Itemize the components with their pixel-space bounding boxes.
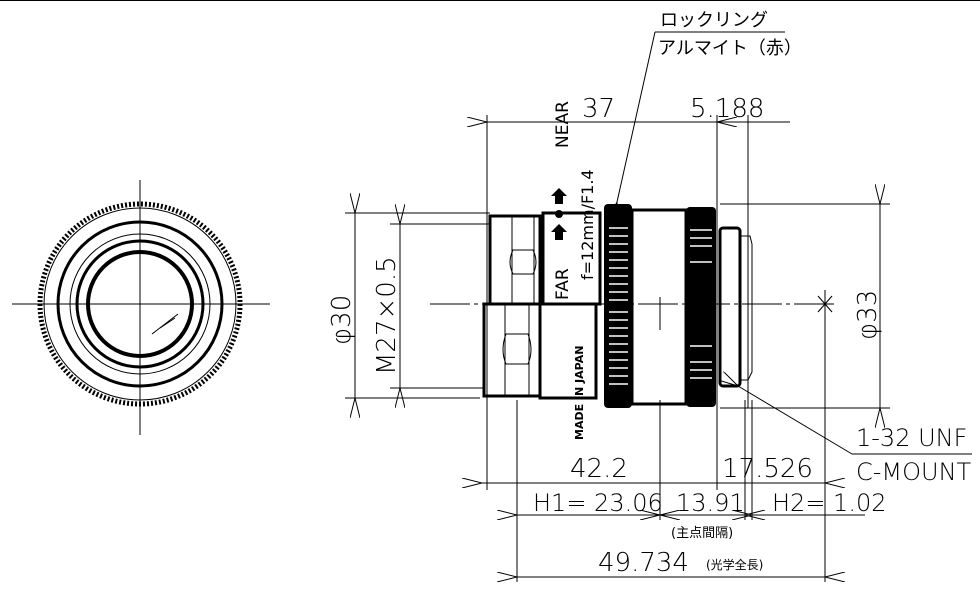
far-label: FAR xyxy=(553,268,573,300)
dim-m27: M27×0.5 xyxy=(372,256,402,375)
extension-lines xyxy=(345,115,890,582)
made-in-label: MADE IN JAPAN xyxy=(573,346,586,440)
focus-direction-arrows xyxy=(551,188,567,240)
locking-ring-label: ロックリング xyxy=(660,10,768,31)
far-arrow-icon xyxy=(551,224,567,240)
dim-17526: 17.526 xyxy=(722,454,813,484)
thread-spec-label: 1-32 UNF xyxy=(856,424,967,452)
dim-49734: 49.734 xyxy=(598,548,689,578)
dim-dia33: φ33 xyxy=(853,290,883,340)
dim-5188: 5.188 xyxy=(690,94,764,124)
principal-gap-note: (主点間隔) xyxy=(671,526,733,541)
dim-37: 37 xyxy=(582,94,615,124)
mount-label: C-MOUNT xyxy=(856,458,972,486)
c-mount-thread xyxy=(741,235,753,381)
near-arrow-icon xyxy=(551,188,567,204)
locking-ring-leader xyxy=(617,31,656,202)
mount-leader xyxy=(738,386,853,455)
side-view: FAR NEAR f=12mm/F1.4 MADE IN JAPAN xyxy=(430,101,835,440)
front-view xyxy=(12,180,270,435)
filter-thread-bottom xyxy=(482,302,542,398)
callouts: ロックリング アルマイト（赤） 1-32 UNF C-MOUNT xyxy=(617,10,972,486)
iris-ring-marks xyxy=(690,229,712,379)
optical-length-note: (光学全長) xyxy=(706,557,763,572)
thread-groove xyxy=(511,215,535,305)
alumite-label: アルマイト（赤） xyxy=(658,38,802,59)
locking-ring-knurl xyxy=(609,227,628,385)
dim-h1: H1= 23.06 xyxy=(533,489,663,517)
locking-ring xyxy=(604,204,632,408)
dim-dia30: φ30 xyxy=(327,295,357,345)
lens-body xyxy=(630,208,688,406)
dim-1391: 13.91 xyxy=(676,489,745,517)
focus-index-dot-icon xyxy=(555,210,563,218)
iris-ring xyxy=(686,207,716,407)
dim-422: 42.2 xyxy=(570,454,628,484)
filter-thread-top xyxy=(488,214,542,306)
c-mount-flange xyxy=(718,226,742,388)
near-label: NEAR xyxy=(553,101,573,148)
dim-h2: H2= 1.02 xyxy=(772,489,887,517)
thread-notch xyxy=(509,249,537,275)
thread-notch xyxy=(502,333,532,365)
glass-reflection xyxy=(151,313,179,335)
focus-barrel-bottom xyxy=(538,302,598,400)
thread-groove xyxy=(504,303,530,397)
dimensions: 37 5.188 φ30 M27×0.5 φ33 42.2 17.526 H1=… xyxy=(327,94,887,578)
focal-label: f=12mm/F1.4 xyxy=(578,169,597,280)
